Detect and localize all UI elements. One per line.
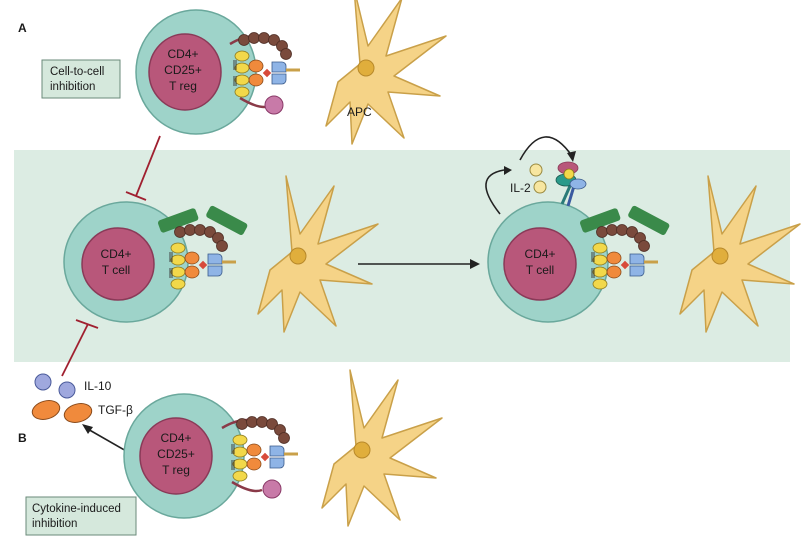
treg-top-line1: CD4+ [167, 47, 198, 61]
tgfb-molecule-1 [31, 400, 61, 420]
treg-bottom: CD4+ CD25+ T reg [123, 393, 282, 519]
il10-molecule-1 [34, 373, 52, 391]
il10-label: IL-10 [84, 379, 112, 393]
inhibition-arrow-bottom [61, 319, 99, 377]
tcell-right-line1: CD4+ [524, 247, 555, 261]
tgfb-label: TGF-β [98, 403, 133, 417]
contact-box-line1: Cell-to-cell [50, 66, 104, 78]
tcell-left-line2: T cell [102, 263, 130, 277]
il2-molecule-top [529, 163, 543, 177]
synapse-top [232, 31, 302, 99]
tcell-right: CD4+ T cell [487, 161, 670, 323]
il10-molecule-2 [58, 381, 76, 399]
treg-top: CD4+ CD25+ T reg [135, 9, 284, 135]
treg-top-line2: CD25+ [164, 63, 202, 77]
tgfb-molecule-2 [63, 403, 93, 423]
treg-bottom-line1: CD4+ [160, 431, 191, 445]
cytokine-inhibition-box: Cytokine-induced inhibition [25, 496, 137, 536]
contact-box-line2: inhibition [50, 81, 95, 93]
cytokine-box-line1: Cytokine-induced [32, 503, 121, 515]
tcell-right-line2: T cell [526, 263, 554, 277]
apc-label: APC [347, 105, 372, 119]
tcell-left-line1: CD4+ [100, 247, 131, 261]
il2-molecule-bottom [533, 180, 547, 194]
synapse-bottom [230, 415, 300, 483]
secretion-arrow [82, 424, 129, 453]
treg-bottom-line2: CD25+ [157, 447, 195, 461]
treg-bottom-line3: T reg [162, 463, 190, 477]
apc-top [325, 0, 447, 145]
panel-b-label: B [18, 431, 27, 445]
il2-feedback-arrows [485, 136, 573, 215]
inhibition-arrow-top [125, 135, 161, 201]
treg-top-line3: T reg [169, 79, 197, 93]
cytokine-box-line2: inhibition [32, 518, 77, 530]
activation-arrow [358, 259, 480, 269]
panel-a-label: A [18, 21, 27, 35]
contact-inhibition-box: Cell-to-cell inhibition [41, 59, 121, 99]
apc-bottom [321, 369, 443, 527]
il2-label: IL-2 [510, 181, 531, 195]
